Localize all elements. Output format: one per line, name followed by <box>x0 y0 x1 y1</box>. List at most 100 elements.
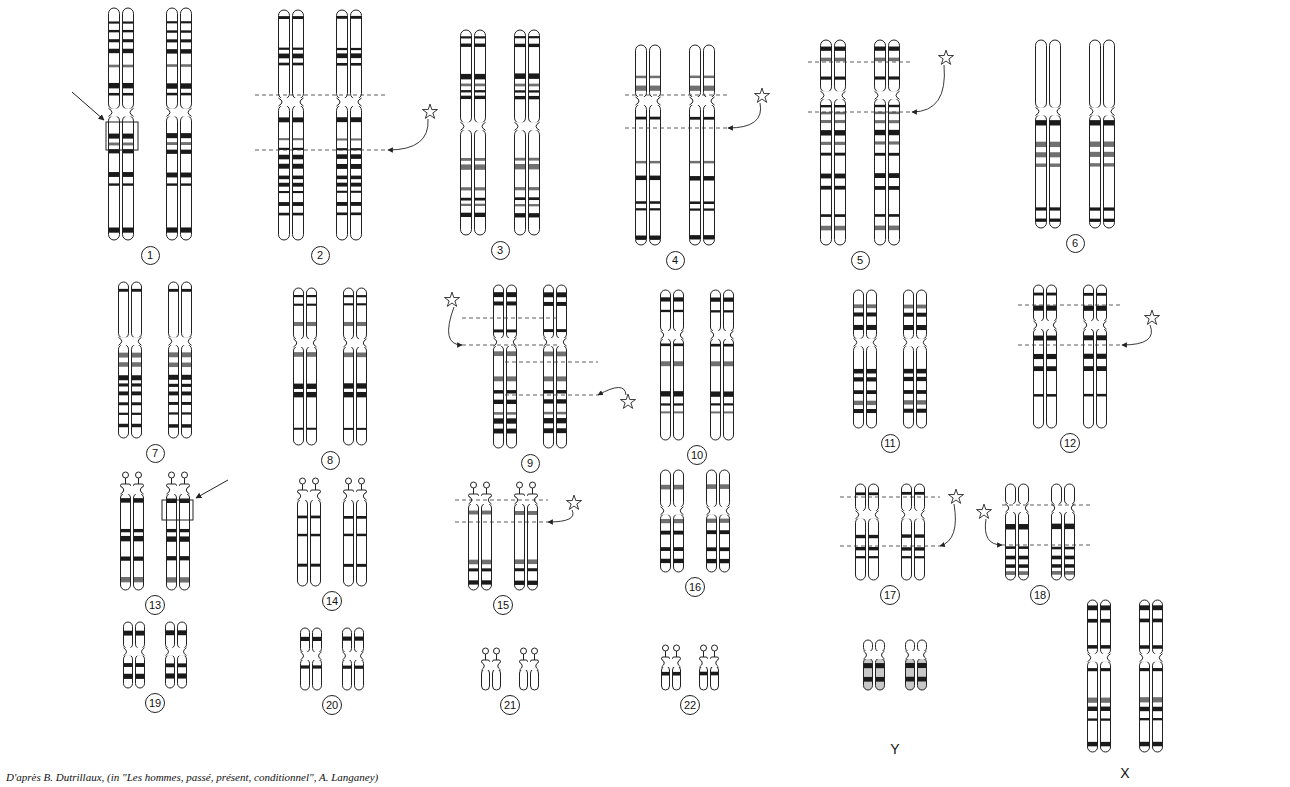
centromere-edge <box>536 662 539 670</box>
chromatid-outline <box>835 98 846 245</box>
chromosome-band <box>650 236 660 240</box>
chromosome-band <box>1084 306 1093 311</box>
chromosome-band <box>293 138 303 140</box>
satellite-stalk <box>676 651 677 657</box>
chromatid-outline <box>182 344 192 438</box>
centromere <box>119 337 142 345</box>
chromosome-number: 8 <box>321 451 340 470</box>
chromosome-band <box>475 158 485 161</box>
chromosome <box>1052 484 1075 580</box>
chromosome-band <box>311 516 320 519</box>
chromatid-arm <box>307 288 317 340</box>
chromosome-band <box>529 204 539 206</box>
chromatid-arm <box>636 104 647 245</box>
chromatid-outline <box>109 8 120 109</box>
chromatid-arm <box>515 129 526 235</box>
chromosome-band <box>821 226 831 231</box>
chromatid-outline <box>1065 511 1075 580</box>
chromosome-band <box>544 376 553 381</box>
chromatid-outline <box>1140 600 1150 655</box>
chromatid-outline <box>357 288 367 340</box>
chromosome-band <box>854 390 863 394</box>
chromatid-arm <box>494 285 504 339</box>
chromosome-band <box>720 484 729 489</box>
chromatid-arm <box>690 104 701 245</box>
caption-text: D'après B. Dutrillaux, (in "Les hommes, … <box>6 771 378 783</box>
centromere-edge <box>657 97 661 105</box>
chromosome-band <box>1065 547 1074 550</box>
chromatid-arm <box>124 622 133 649</box>
chromatid-arm <box>529 129 540 235</box>
chromosome-band <box>835 153 845 156</box>
curved-arrow <box>985 519 1002 545</box>
chromatid-arm <box>906 658 915 690</box>
chromosome-band <box>1097 293 1106 296</box>
chromatid-arm <box>867 345 877 428</box>
chromosome-pair <box>1006 484 1075 580</box>
number-text: 10 <box>691 450 703 461</box>
chromosome-band <box>557 390 566 393</box>
chromatid-arm <box>544 285 554 339</box>
chromatid-arm <box>461 129 472 235</box>
chromatid-outline <box>293 10 304 99</box>
chromatid-arm <box>1153 600 1163 655</box>
chromosome-band <box>515 568 524 571</box>
centromere-edge <box>167 486 170 494</box>
chromosome-band <box>1006 564 1015 567</box>
chromosome-band <box>902 492 911 495</box>
chromosome-number: 5 <box>851 251 870 270</box>
chromatid-outline <box>917 345 927 428</box>
chromatid-outline <box>124 622 133 649</box>
chromosome-band <box>494 400 503 404</box>
chromosome-band <box>351 212 361 215</box>
centromere-edge <box>923 338 926 346</box>
chromatid-arm <box>469 503 479 590</box>
chromosome-band <box>279 176 289 180</box>
chromosome-band <box>1047 305 1056 310</box>
chromosome-band <box>889 226 899 231</box>
chromosome-band <box>1047 336 1056 341</box>
centromere <box>166 648 187 656</box>
chromosome-band <box>294 428 303 430</box>
chromosome-band <box>875 186 885 190</box>
chromosome-band <box>557 418 566 423</box>
chromosome <box>337 10 362 240</box>
chromosome-band <box>119 375 128 380</box>
chromosome-band <box>109 49 119 53</box>
chromatid-arm <box>124 655 133 688</box>
chromosome-band <box>557 292 566 297</box>
chromosome-band <box>724 361 733 366</box>
chromosome-band <box>869 492 878 495</box>
chromatid-arm <box>1140 661 1150 752</box>
chromatid-outline <box>690 104 701 245</box>
chromatid-outline <box>469 503 479 590</box>
chromosome-band <box>279 213 289 216</box>
satellite <box>532 648 538 654</box>
chromosome <box>1090 40 1115 228</box>
chromatid-arm <box>1036 114 1047 228</box>
chromatid-outline <box>650 104 661 245</box>
centromere <box>661 331 684 339</box>
chromatid-outline <box>1088 600 1098 655</box>
chromosome-band <box>917 369 926 374</box>
chromosome-band <box>1019 546 1028 549</box>
centromere <box>294 339 317 347</box>
chromosome-band <box>854 312 863 316</box>
chromatid-arm <box>134 493 144 590</box>
chromosome-band <box>167 83 177 88</box>
chromatid-outline <box>821 40 832 92</box>
chromosome-number: 22 <box>680 695 700 715</box>
chromosome-band <box>1006 546 1015 549</box>
chromosome-band <box>123 227 133 232</box>
chromosome-band <box>475 213 485 217</box>
chromatid-outline <box>343 628 352 653</box>
chromosome-band <box>461 187 471 190</box>
chromosome <box>294 288 317 445</box>
centromere <box>298 492 321 500</box>
chromosome-band <box>136 674 144 679</box>
number-text: 6 <box>1072 238 1078 249</box>
chromatid-outline <box>915 484 925 512</box>
satellite <box>123 472 129 478</box>
centromere <box>1140 654 1163 662</box>
